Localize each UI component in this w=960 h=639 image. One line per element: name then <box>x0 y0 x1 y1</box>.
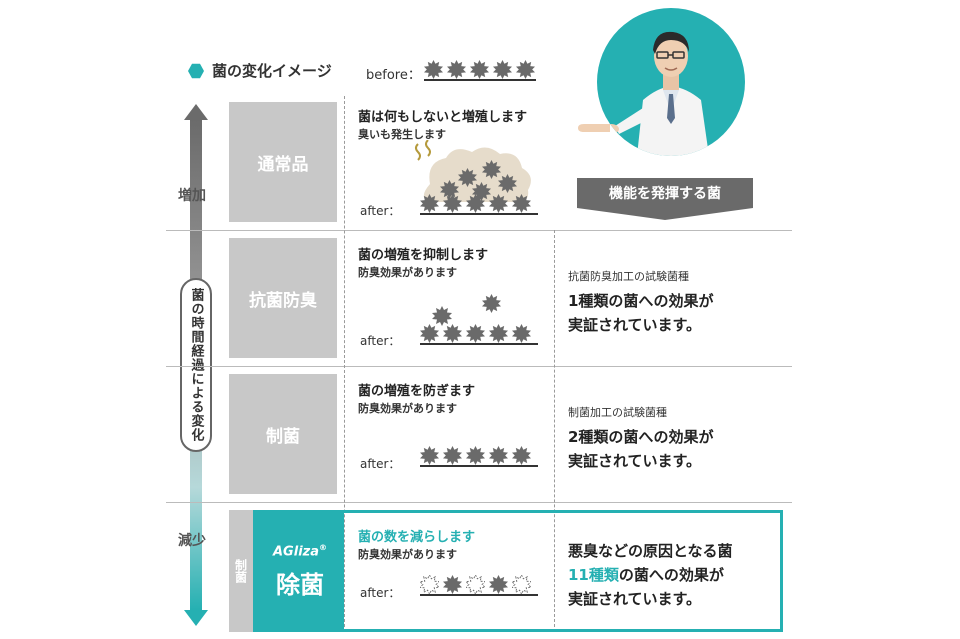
germ-icon <box>512 194 531 213</box>
germ-icon <box>470 60 489 79</box>
scientist-photo <box>597 8 745 156</box>
row1-after-label: after： <box>360 204 401 218</box>
germ-icon <box>466 446 485 465</box>
row1-line2: 臭いも発生します <box>358 128 446 141</box>
germ-outline-icon <box>466 575 485 594</box>
row4-after-label: after： <box>360 586 401 600</box>
row3-test-species-label: 制菌加工の試験菌種 <box>568 406 667 419</box>
increase-label: 増加 <box>178 188 206 204</box>
banner-label: 機能を発揮する菌 <box>609 186 721 202</box>
category-label: 制菌 <box>266 426 300 447</box>
banner-arrow-tip <box>577 208 753 220</box>
species-count-highlight: 11種類 <box>568 566 619 584</box>
row2-test-species-label: 抗菌防臭加工の試験菌種 <box>568 270 689 283</box>
down-arrow-icon <box>184 610 208 626</box>
germ-icon <box>447 60 466 79</box>
category-side-label: 制菌 <box>233 559 248 583</box>
germ-icon <box>489 194 508 213</box>
germ-outline-icon <box>420 575 439 594</box>
row4-effect-line3: 実証されています。 <box>568 590 702 608</box>
row3-line1: 菌の増殖を防ぎます <box>358 384 476 399</box>
category-side-bacteriostatic: 制菌 <box>229 510 253 632</box>
row2-line2: 防臭効果があります <box>358 266 457 279</box>
agliza-highlight-frame <box>253 510 783 632</box>
category-normal: 通常品 <box>229 102 337 222</box>
row4-germ-row <box>420 575 538 596</box>
baseline <box>424 79 536 81</box>
row4-effect-line2: 11種類の菌への効果が <box>568 564 724 586</box>
row-separator <box>166 502 792 503</box>
row2-line1: 菌の増殖を抑制します <box>358 248 489 263</box>
row-separator <box>166 366 792 367</box>
row2-effect-line2: 実証されています。 <box>568 316 702 334</box>
baseline <box>420 343 538 345</box>
germ-icon <box>512 324 531 343</box>
hexagon-bullet-icon <box>188 63 204 79</box>
row2-germ-row <box>420 324 538 345</box>
row3-after-label: after： <box>360 457 401 471</box>
germ-icon <box>424 60 443 79</box>
effect-text: の菌への効果が <box>618 566 724 584</box>
baseline <box>420 465 538 467</box>
row2-effect-line1: 1種類の菌への効果が <box>568 292 714 310</box>
row3-effect-line1: 2種類の菌への効果が <box>568 428 714 446</box>
row3-germ-row <box>420 446 538 467</box>
baseline <box>420 213 538 215</box>
row4-effect-line1: 悪臭などの原因となる菌 <box>568 542 733 560</box>
row-separator <box>166 230 792 231</box>
germ-icon <box>420 324 439 343</box>
germ-icon <box>443 446 462 465</box>
germ-icon <box>493 60 512 79</box>
row3-effect-line2: 実証されています。 <box>568 452 702 470</box>
row2-top-germ <box>432 306 452 326</box>
row2-after-label: after： <box>360 334 401 348</box>
row1-germ-row <box>420 194 538 215</box>
germ-icon <box>489 324 508 343</box>
category-agliza: AGliza® 除菌 <box>256 513 344 629</box>
germ-icon <box>443 324 462 343</box>
pointing-hand <box>578 124 610 132</box>
category-label: 通常品 <box>257 154 309 175</box>
before-germ-row <box>424 60 536 81</box>
brand-name: AGliza <box>273 544 319 560</box>
functional-bacteria-banner: 機能を発揮する菌 <box>577 178 753 208</box>
germ-outline-icon <box>512 575 531 594</box>
germ-icon <box>466 194 485 213</box>
before-label: before： <box>366 68 421 83</box>
category-bacteriostatic: 制菌 <box>229 374 337 494</box>
category-antibacterial: 抗菌防臭 <box>229 238 337 358</box>
germ-icon <box>489 446 508 465</box>
column-separator <box>554 230 555 632</box>
germ-icon <box>512 446 531 465</box>
section-title: 菌の変化イメージ <box>212 62 332 80</box>
baseline <box>420 594 538 596</box>
germ-icon <box>516 60 535 79</box>
odor-germ-cluster <box>415 140 531 203</box>
germ-icon <box>443 194 462 213</box>
row1-line1: 菌は何もしないと増殖します <box>358 110 528 125</box>
column-separator <box>344 96 345 632</box>
category-label: 抗菌防臭 <box>249 290 317 311</box>
time-change-label: 菌の時間経過による変化 <box>180 278 212 452</box>
up-arrow-icon <box>184 104 208 120</box>
germ-icon <box>443 575 462 594</box>
row3-line2: 防臭効果があります <box>358 402 457 415</box>
brand-mark: ® <box>318 543 327 552</box>
germ-icon <box>420 194 439 213</box>
germ-icon <box>420 446 439 465</box>
decrease-label: 減少 <box>178 533 206 549</box>
row4-line2: 防臭効果があります <box>358 548 457 561</box>
germ-icon <box>489 575 508 594</box>
category-label: 除菌 <box>276 571 324 599</box>
germ-icon <box>466 324 485 343</box>
row4-line1: 菌の数を減らします <box>358 530 476 545</box>
